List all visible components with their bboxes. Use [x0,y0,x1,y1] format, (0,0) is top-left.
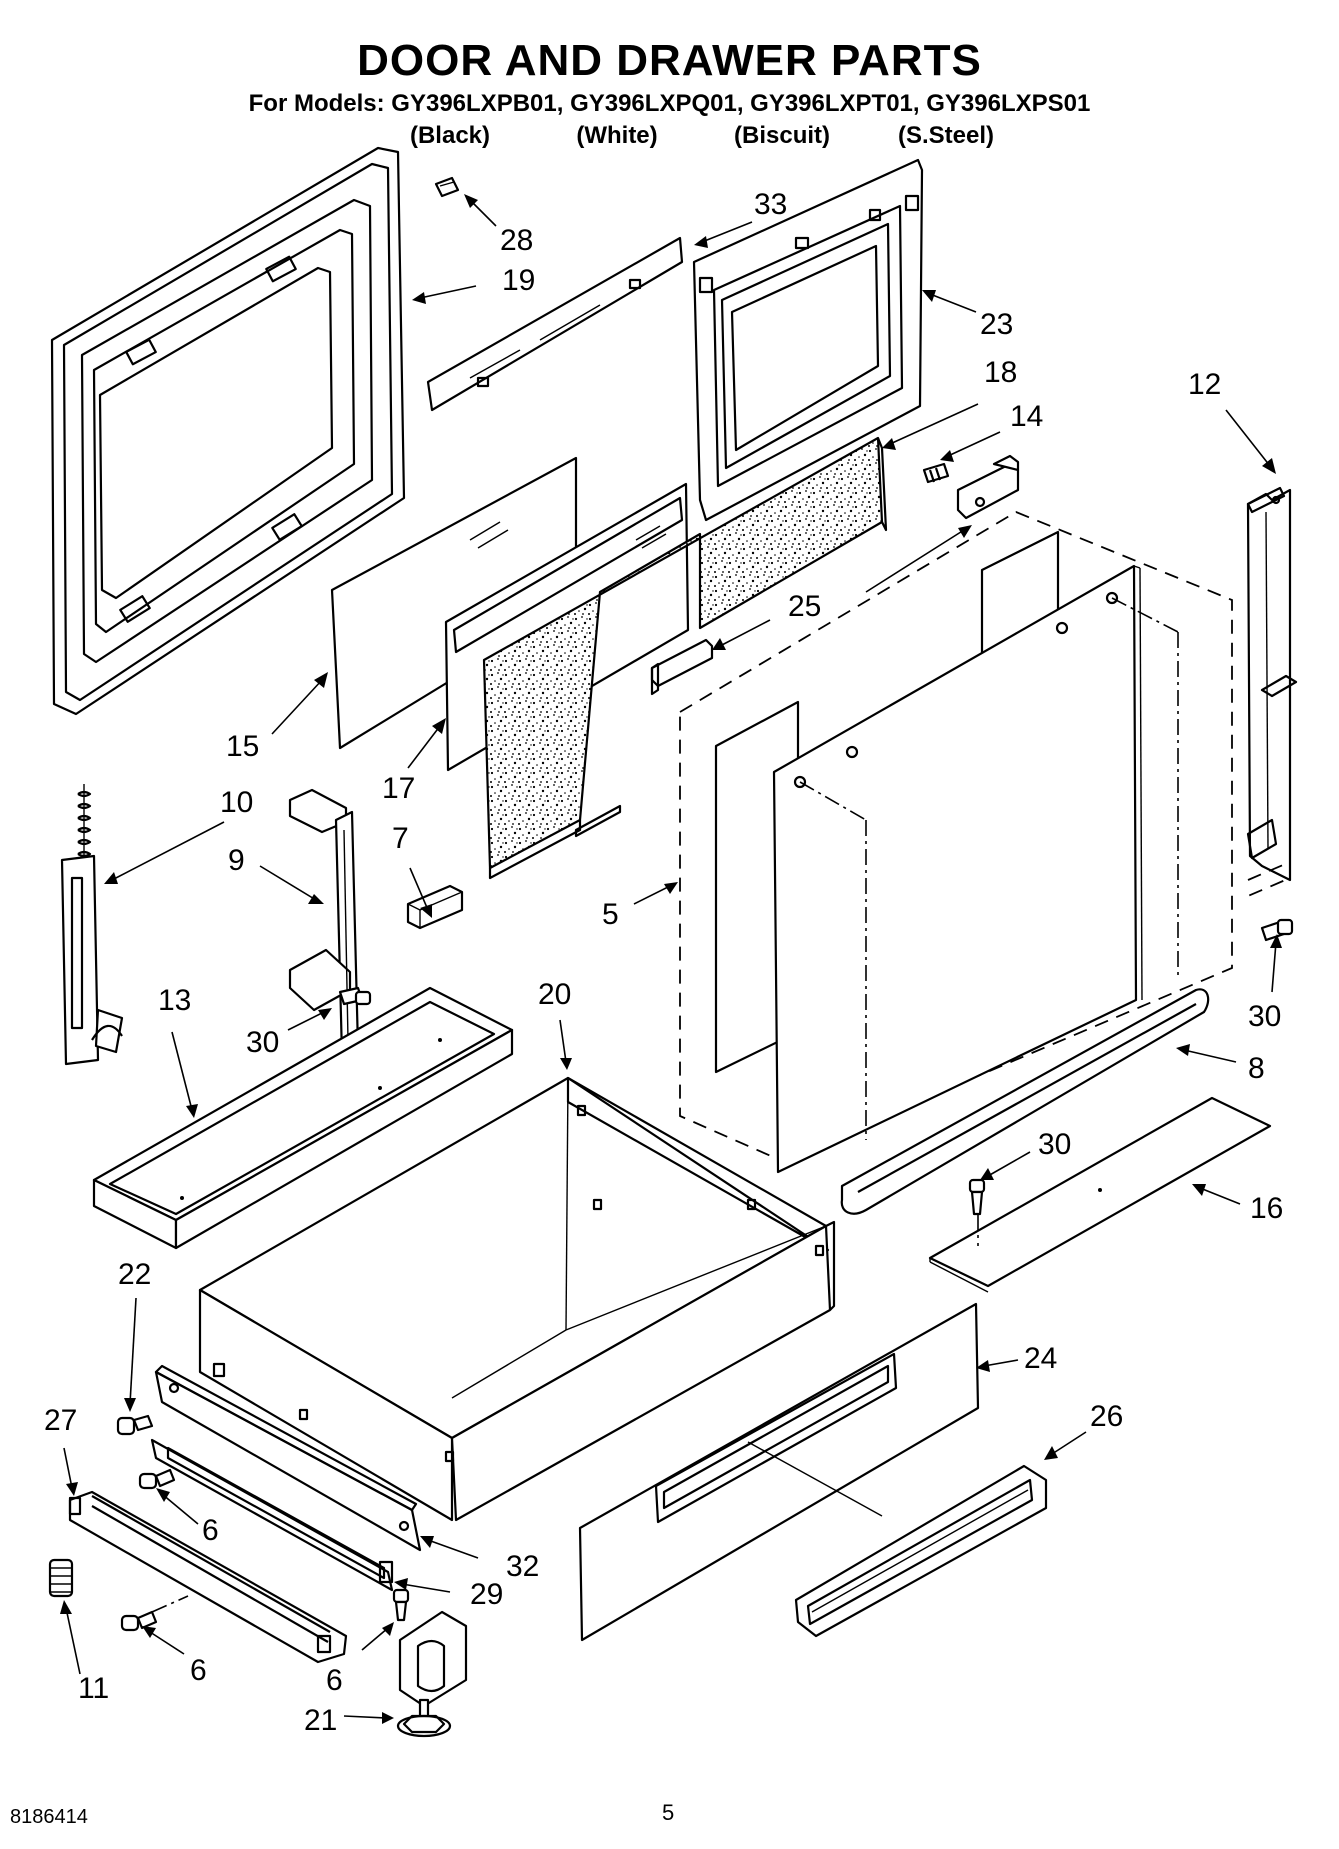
part-11-leg [48,1558,74,1598]
part-5-panel-assembly [679,510,1233,1174]
part-19-outer-door [50,146,406,716]
screw-30-left [338,986,372,1006]
callout-32: 32 [506,1550,539,1583]
screw-6-top [138,1468,176,1490]
callout-10: 10 [220,786,253,819]
part-13-tray [92,986,514,1250]
part-28-clip [434,176,460,198]
callout-6-top: 6 [202,1514,219,1547]
callout-19: 19 [502,264,535,297]
callout-29: 29 [470,1578,503,1611]
callout-13: 13 [158,984,191,1017]
document-number: 8186414 [10,1806,88,1828]
callout-14: 14 [1010,400,1043,433]
part-25-bracket [650,638,714,696]
screw-22 [116,1414,154,1436]
screw-30-middle [968,1178,986,1246]
variant-white: (White) [576,122,658,149]
part-10-hinge [60,784,124,1066]
callout-6-bottom: 6 [190,1654,207,1687]
part-21-leveler [396,1610,468,1738]
models-line: For Models: GY396LXPB01, GY396LXPQ01, GY… [248,90,1091,117]
part-24-drawer-front [578,1302,980,1642]
variant-biscuit: (Biscuit) [734,122,830,149]
callout-30-right: 30 [1248,1000,1281,1033]
callout-17: 17 [382,772,415,805]
callout-labels: 28 33 19 23 18 12 14 25 15 17 10 9 7 5 3… [44,188,1283,1737]
leader-lines [60,194,1282,1724]
part-23-inner-door [692,158,924,522]
page-number: 5 [662,1800,675,1825]
callout-33: 33 [754,188,787,221]
callout-28: 28 [500,224,533,257]
screw-6-bottom [120,1595,189,1632]
part-27-slide-rail [68,1490,348,1664]
part-29-slide [150,1438,394,1592]
part-16-plate [928,1096,1272,1293]
callout-5: 5 [602,898,619,931]
part-32-rail [154,1364,422,1552]
callout-23: 23 [980,308,1013,341]
callout-15: 15 [226,730,259,763]
callout-26: 26 [1090,1400,1123,1433]
callout-9: 9 [228,844,245,877]
callout-25: 25 [788,590,821,623]
callout-30-left: 30 [246,1026,279,1059]
part-14-bracket [922,454,1020,520]
screw-30-right [1260,918,1294,942]
callout-16: 16 [1250,1192,1283,1225]
variant-black: (Black) [409,122,491,149]
part-7-block [406,884,464,930]
callout-12: 12 [1188,368,1221,401]
part-8-trim [840,988,1210,1215]
screw-6-leveler [392,1588,410,1622]
callout-11: 11 [78,1672,109,1705]
callout-30-middle: 30 [1038,1128,1071,1161]
callout-20: 20 [538,978,571,1011]
callout-7: 7 [392,822,409,855]
part-18-insulation [482,436,888,880]
part-20-drawer [198,1076,836,1522]
callout-27: 27 [44,1404,77,1437]
callout-6-leveler: 6 [326,1664,343,1697]
part-33-plate [426,236,684,412]
variant-ssteel: (S.Steel) [897,122,995,149]
callout-24: 24 [1024,1342,1057,1375]
callout-21: 21 [304,1704,337,1737]
callout-22: 22 [118,1258,151,1291]
part-12-side-rail [1246,486,1298,897]
callout-8: 8 [1248,1052,1265,1085]
part-26-handle [794,1464,1048,1638]
page-title: DOOR AND DRAWER PARTS [357,36,982,85]
callout-18: 18 [984,356,1017,389]
